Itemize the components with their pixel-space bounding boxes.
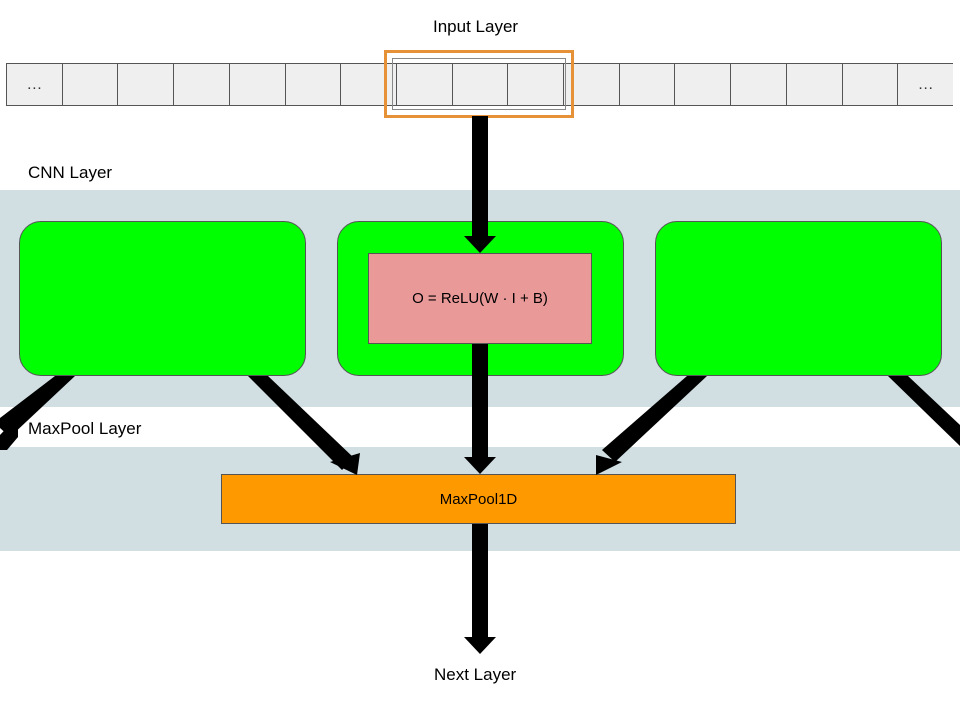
input-sequence: … … xyxy=(6,63,953,106)
maxpool1d-label: MaxPool1D xyxy=(439,490,518,508)
input-cell xyxy=(619,64,676,105)
input-cell xyxy=(174,64,230,105)
arrow-maxpool-to-next xyxy=(464,524,496,654)
arrow-cnn-left-outgoing xyxy=(0,376,75,450)
arrow-cnn-right-to-maxpool xyxy=(596,376,707,475)
arrow-cnn-center-to-maxpool xyxy=(464,344,496,474)
input-cell xyxy=(285,64,342,105)
input-cell: … xyxy=(898,64,953,105)
relu-formula-box: O = ReLU(W · I + B) xyxy=(368,253,592,344)
maxpool1d-box: MaxPool1D xyxy=(221,474,736,524)
cnn-layer-label: CNN Layer xyxy=(28,163,113,182)
input-cell xyxy=(675,64,732,105)
input-cell xyxy=(396,64,453,105)
input-cell: … xyxy=(6,64,63,105)
input-cell xyxy=(229,64,286,105)
arrow-input-to-cnn xyxy=(464,116,496,253)
input-cell xyxy=(731,64,787,105)
arrow-cnn-right-outgoing xyxy=(888,376,960,446)
input-cell xyxy=(842,64,899,105)
cnn-filter-box-right xyxy=(655,221,942,376)
next-layer-label: Next Layer xyxy=(434,665,517,684)
arrow-cnn-left-to-maxpool xyxy=(248,376,360,475)
input-cell xyxy=(118,64,175,105)
cnn-filter-box-left xyxy=(19,221,306,376)
input-cell xyxy=(452,64,509,105)
input-cell xyxy=(508,64,565,105)
maxpool-layer-label: MaxPool Layer xyxy=(28,419,142,438)
input-cell xyxy=(341,64,397,105)
input-cell xyxy=(62,64,119,105)
input-cell xyxy=(786,64,843,105)
input-layer-label: Input Layer xyxy=(433,17,519,36)
convolution-window-inner xyxy=(392,58,566,110)
relu-formula-text: O = ReLU(W · I + B) xyxy=(412,290,548,307)
